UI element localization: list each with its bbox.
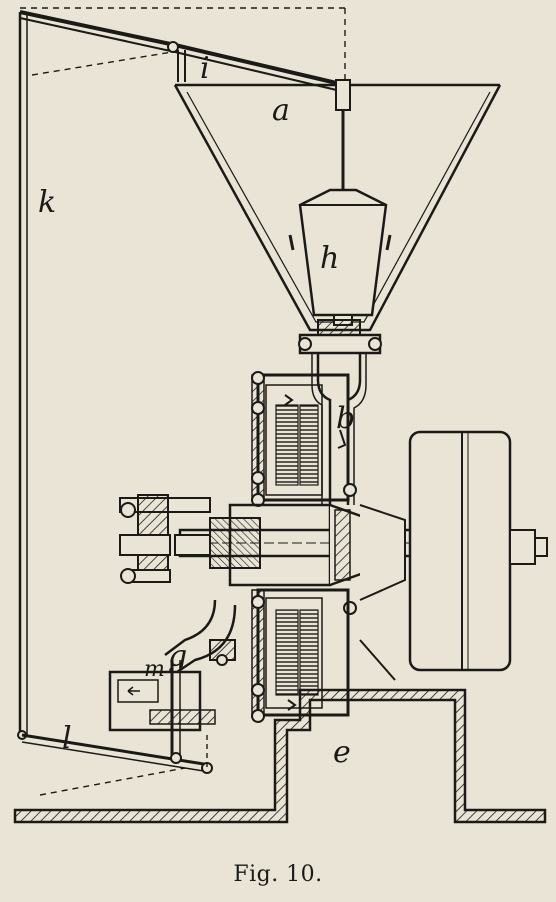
figure-caption: Fig. 10. [233,862,323,887]
valve-box-m [108,660,216,755]
label-a: a [272,93,290,128]
label-l: l [62,721,72,756]
lever-i [19,7,349,93]
label-k: k [38,185,56,220]
foundation [13,688,547,824]
float-h [298,188,388,326]
pulley-wheel [359,430,548,681]
label-m: m [144,657,165,682]
lever-l [21,733,213,796]
label-g: g [168,639,187,674]
label-i: i [200,51,210,86]
pipe-g [164,599,237,672]
bolt-assembly [119,494,211,584]
label-e: e [333,735,351,770]
rod-k [17,12,28,740]
upper-housing [251,371,350,507]
upper-flange [298,319,382,355]
label-b: b [336,401,355,436]
lower-housing [251,588,350,723]
label-h: h [320,241,339,276]
